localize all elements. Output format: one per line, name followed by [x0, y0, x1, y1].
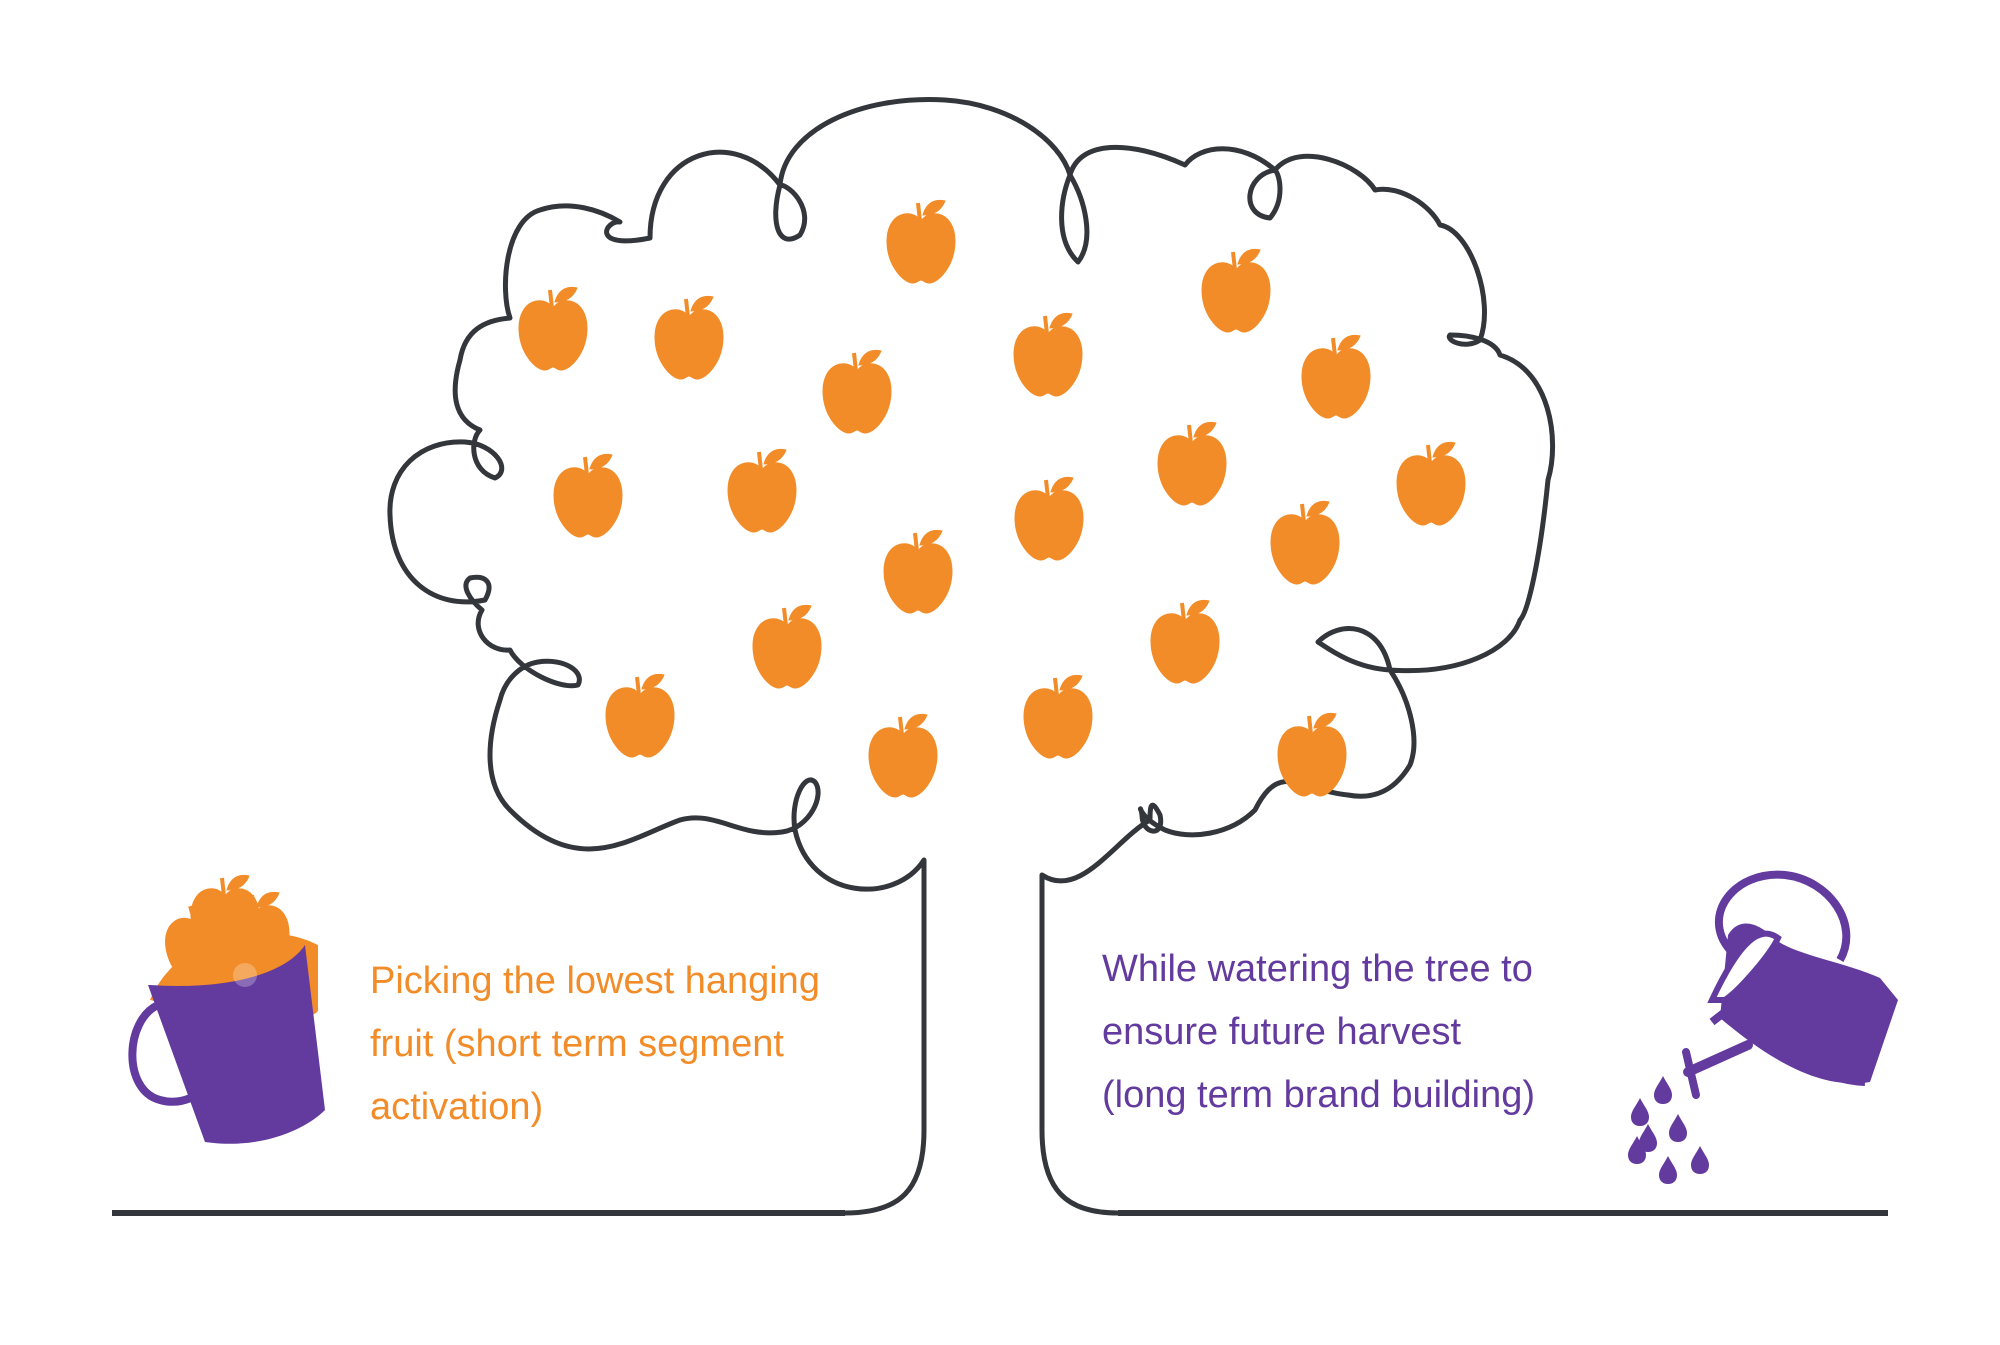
fruit-bucket-icon [128, 873, 325, 1144]
apple-icon [1395, 440, 1467, 527]
apple-icon [1012, 311, 1084, 398]
apple-icon [653, 294, 725, 381]
apple-icon [867, 712, 939, 799]
apple-icon [604, 672, 676, 759]
apple-icon [1276, 711, 1348, 798]
right-caption: While watering the tree to ensure future… [1102, 938, 1535, 1127]
apple-cluster [517, 198, 1467, 799]
apple-icon [1300, 333, 1372, 420]
left-caption-line: fruit (short term segment [370, 1023, 784, 1065]
apple-icon [1200, 247, 1272, 334]
apple-icon [517, 285, 589, 372]
apple-icon [726, 447, 798, 534]
watering-can-icon [1628, 870, 1898, 1184]
left-caption-line: Picking the lowest hanging [370, 960, 820, 1002]
tree-outline [387, 97, 1556, 1216]
right-caption-line: (long term brand building) [1102, 1074, 1536, 1116]
apple-icon [1013, 475, 1085, 562]
apple-icon [882, 528, 954, 615]
apple-icon [1022, 673, 1094, 760]
left-caption-line: activation) [370, 1086, 544, 1128]
apple-icon [552, 452, 624, 539]
left-caption: Picking the lowest hanging fruit (short … [370, 950, 820, 1139]
right-caption-line: While watering the tree to [1102, 948, 1533, 990]
apple-icon [1156, 420, 1228, 507]
right-caption-line: ensure future harvest [1102, 1011, 1462, 1053]
apple-icon [1269, 499, 1341, 586]
apple-icon [821, 348, 893, 435]
apple-icon [751, 603, 823, 690]
apple-icon [885, 198, 957, 285]
apple-icon [1149, 598, 1221, 685]
